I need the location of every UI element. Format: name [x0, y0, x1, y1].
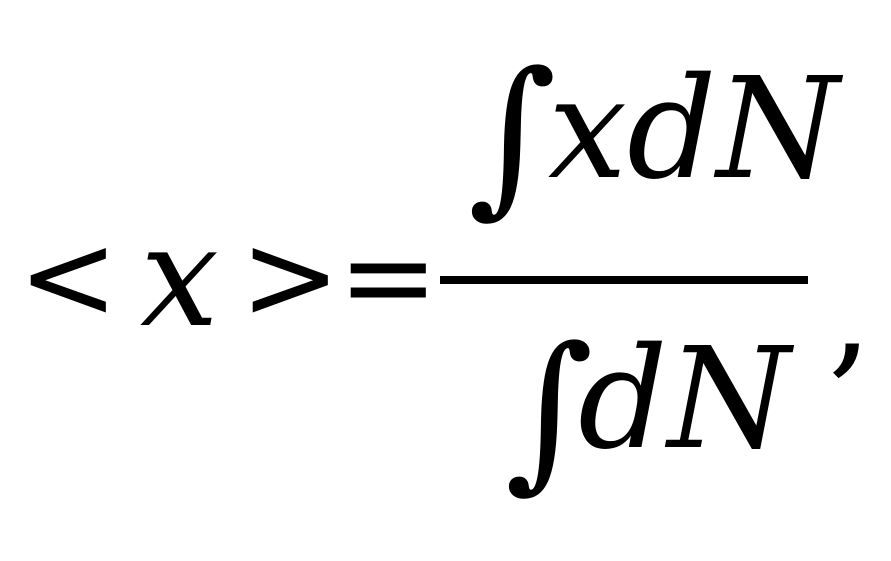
angle-bracket-close: > [240, 208, 341, 347]
numerator-expression: xdN [548, 48, 840, 211]
angle-bracket-open: < [18, 208, 119, 347]
variable-x: x [140, 196, 219, 359]
denominator-integral-icon: ∫ [505, 311, 594, 509]
fraction-bar [440, 276, 808, 284]
equals-sign: = [338, 208, 439, 347]
comma-punctuation: , [828, 230, 873, 393]
numerator-integral-icon: ∫ [468, 36, 557, 234]
denominator-expression: dN [578, 318, 791, 481]
